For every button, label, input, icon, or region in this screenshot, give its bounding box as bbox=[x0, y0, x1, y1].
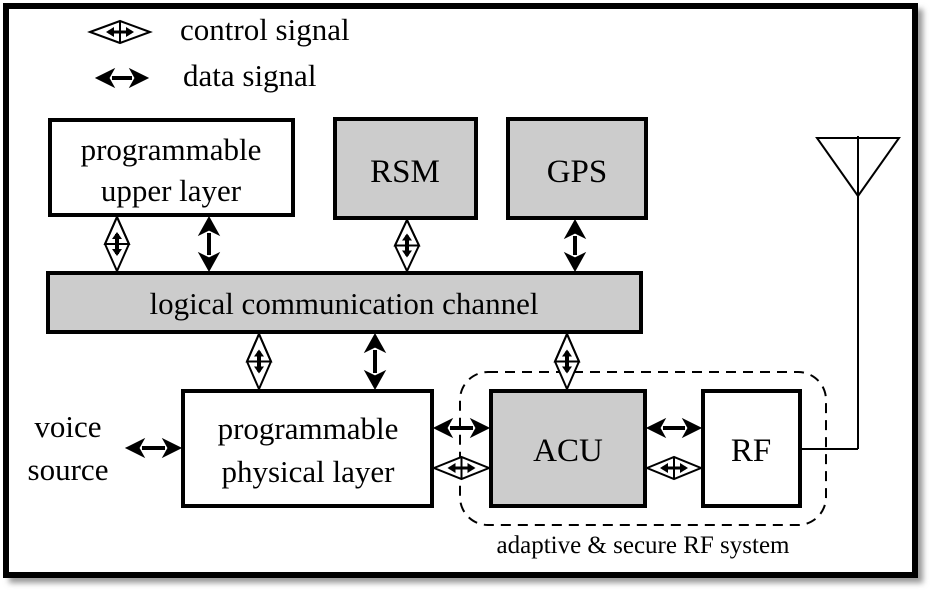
connection-arrows bbox=[103, 214, 704, 481]
arrow-voice-physical-data bbox=[124, 437, 183, 459]
arrow-physical-acu-control bbox=[431, 455, 492, 481]
legend-control-label: control signal bbox=[180, 12, 350, 47]
legend-control-arrow-icon bbox=[87, 19, 153, 45]
gps-label: GPS bbox=[547, 154, 608, 190]
legend: control signal data signal bbox=[87, 12, 350, 93]
arrow-upper-channel-control bbox=[103, 214, 131, 274]
rf-label: RF bbox=[731, 433, 771, 469]
block-rsm[interactable]: RSM bbox=[333, 117, 478, 220]
arrow-channel-acu-control bbox=[553, 331, 581, 392]
arrow-physical-acu-data bbox=[432, 417, 491, 439]
antenna-icon bbox=[815, 136, 901, 449]
arrow-gps-channel-data bbox=[563, 218, 587, 273]
rsm-label: RSM bbox=[370, 154, 440, 190]
physical-layer-label-line2: physical layer bbox=[221, 454, 395, 489]
arrow-acu-rf-control bbox=[644, 455, 704, 481]
block-acu[interactable]: ACU bbox=[489, 389, 647, 508]
arrow-channel-physical-data bbox=[363, 332, 387, 391]
arrow-acu-rf-data bbox=[645, 417, 703, 439]
arrow-rsm-channel-control bbox=[393, 217, 421, 274]
rf-system-group-label: adaptive & secure RF system bbox=[497, 532, 791, 559]
physical-layer-label-line1: programmable bbox=[218, 411, 399, 446]
block-physical-layer[interactable]: programmable physical layer bbox=[181, 389, 434, 508]
upper-layer-label-line1: programmable bbox=[81, 132, 262, 167]
logical-channel-label: logical communication channel bbox=[149, 286, 538, 321]
block-logical-channel[interactable]: logical communication channel bbox=[46, 271, 643, 334]
block-rf[interactable]: RF bbox=[701, 389, 802, 508]
arrow-channel-physical-control bbox=[245, 331, 273, 392]
block-gps[interactable]: GPS bbox=[506, 117, 648, 220]
voice-source-label-line1: voice bbox=[34, 409, 101, 444]
rf-system-group-border bbox=[459, 371, 827, 526]
arrow-upper-channel-data bbox=[197, 215, 221, 273]
upper-layer-label-line2: upper layer bbox=[101, 173, 242, 208]
legend-data-arrow-icon bbox=[94, 67, 150, 89]
data-arrow-icon bbox=[94, 67, 150, 89]
voice-source-label-line2: source bbox=[28, 452, 109, 487]
block-upper-layer[interactable]: programmable upper layer bbox=[48, 118, 295, 217]
control-arrow-icon bbox=[87, 19, 153, 45]
legend-data-label: data signal bbox=[183, 58, 316, 93]
acu-label: ACU bbox=[533, 433, 603, 469]
